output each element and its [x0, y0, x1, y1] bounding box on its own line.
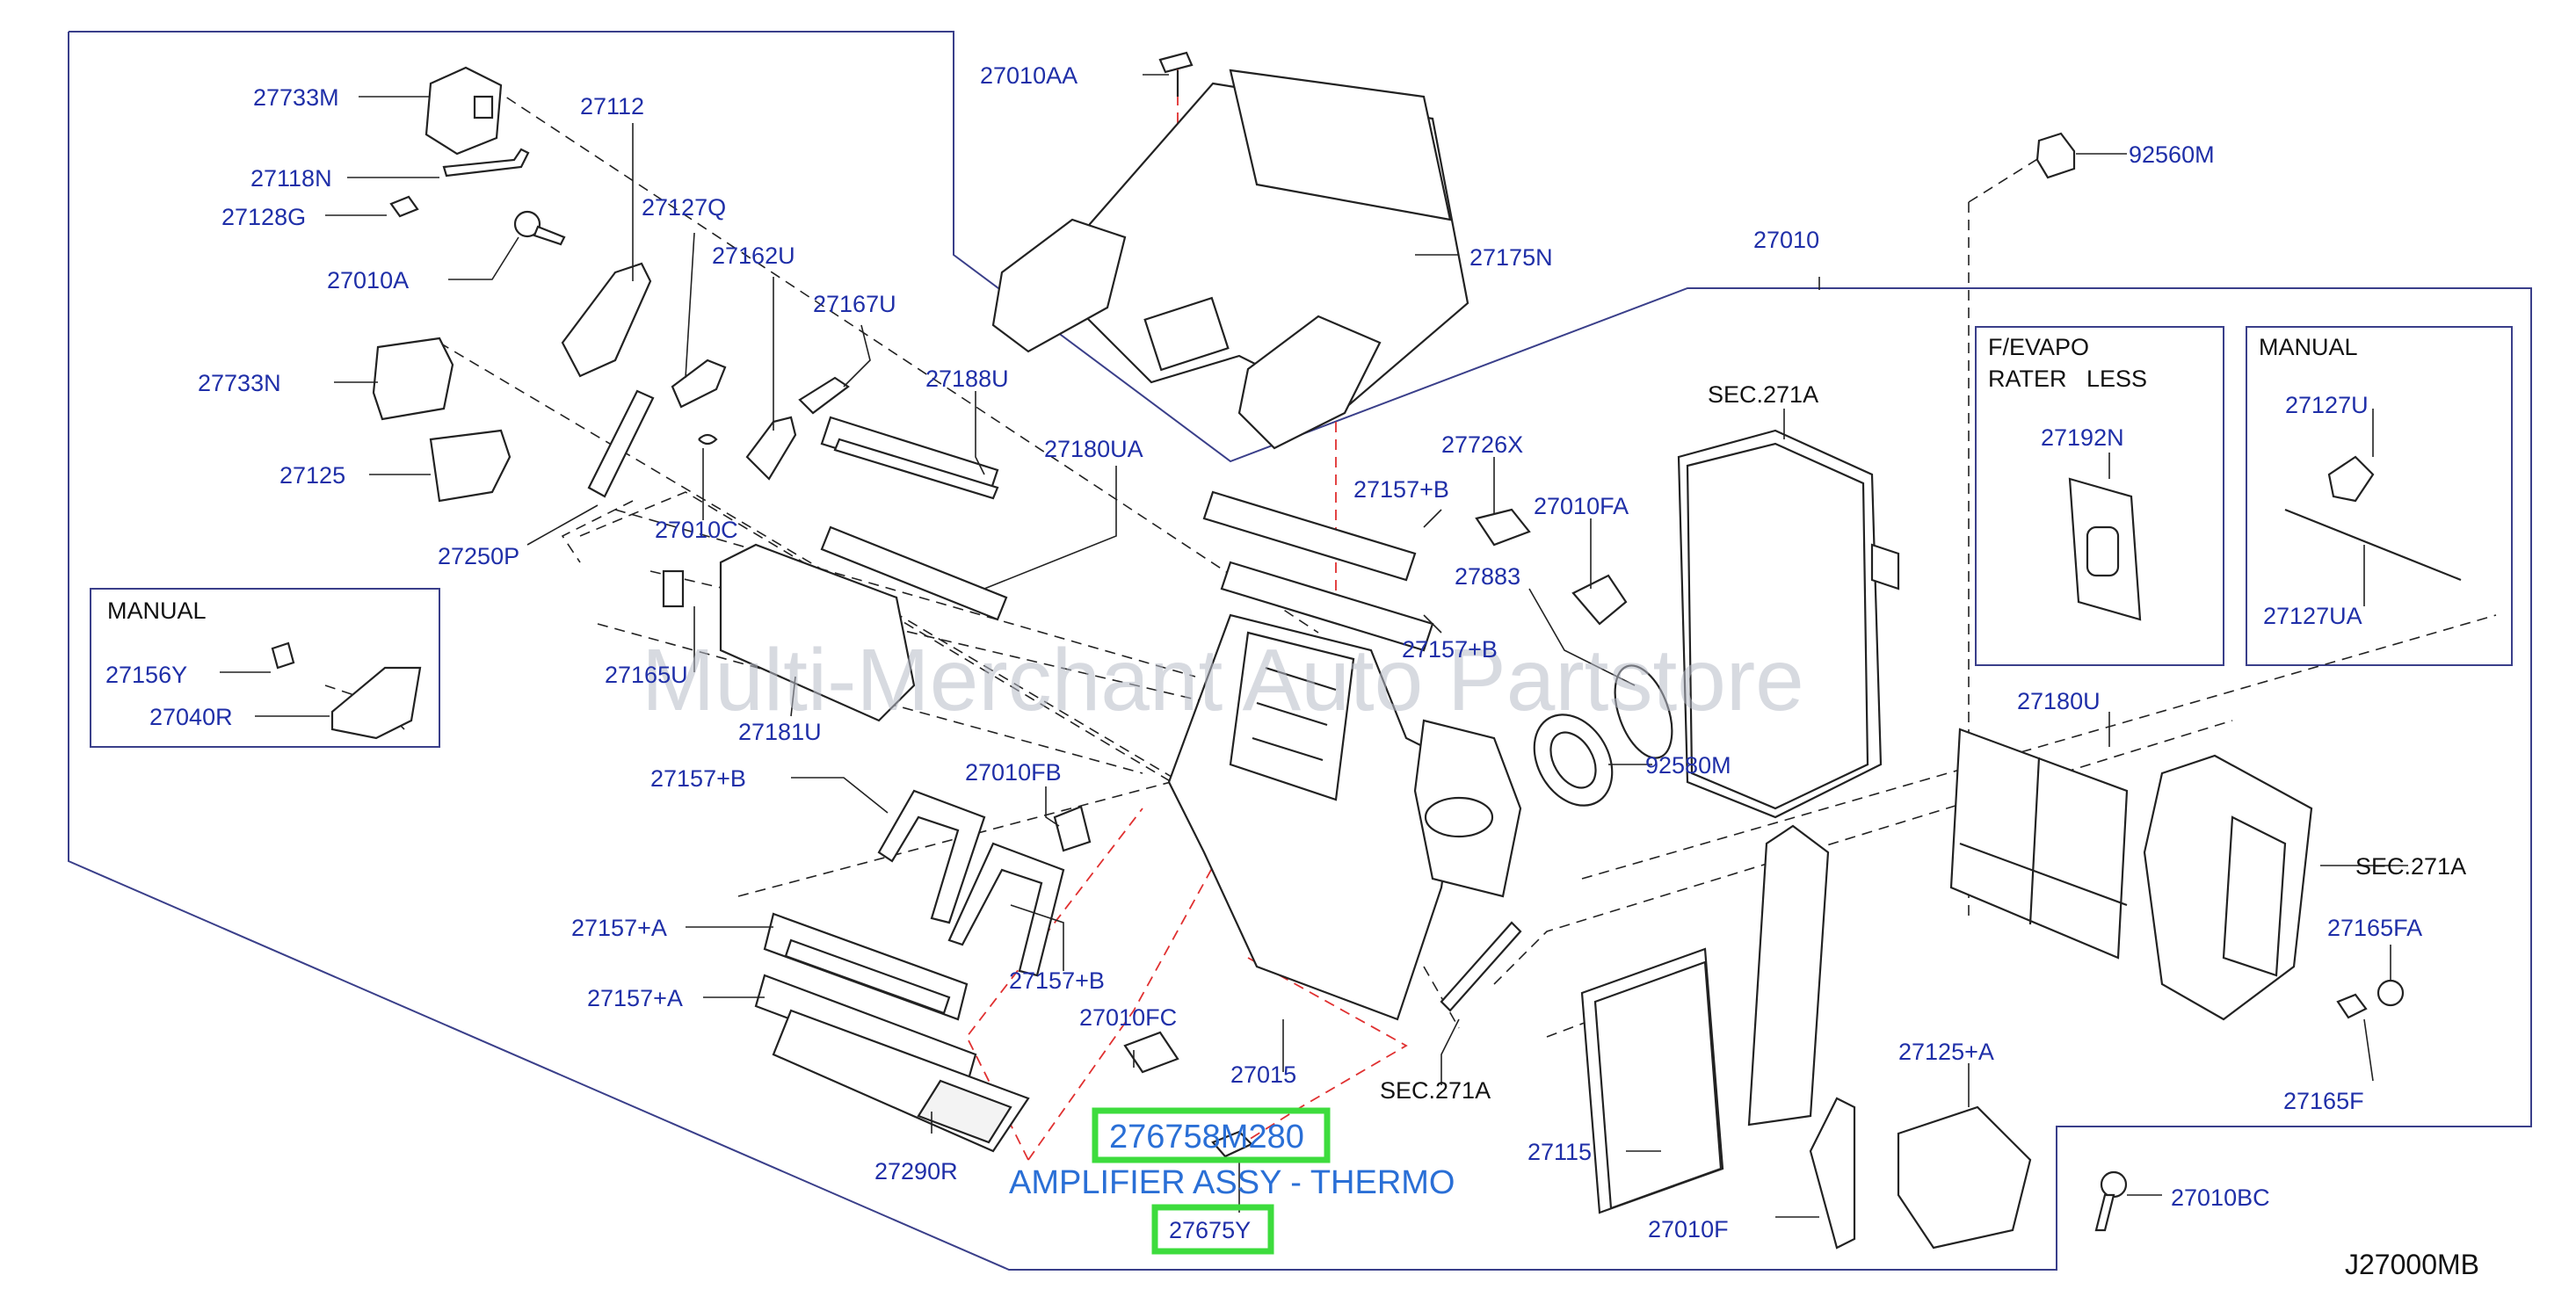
part-label[interactable]: 27157+B — [1402, 636, 1498, 663]
part-label[interactable]: 27175N — [1469, 244, 1553, 271]
part-label[interactable]: 27883 — [1455, 563, 1520, 590]
part-label[interactable]: 27157+A — [587, 985, 683, 1011]
leader-lines — [220, 74, 2408, 1218]
part-label[interactable]: SEC.271A — [2355, 853, 2466, 880]
part-label[interactable]: 27180U — [2017, 688, 2101, 714]
watermark: Multi-Merchant Auto Partstore — [642, 631, 1804, 729]
part-label[interactable]: 27127UA — [2263, 603, 2362, 629]
part-label[interactable]: 27192N — [2041, 424, 2124, 451]
highlight-description: AMPLIFIER ASSY - THERMO — [1009, 1164, 1455, 1201]
part-label[interactable]: 27733M — [253, 84, 339, 111]
part-label[interactable]: 27010FC — [1079, 1004, 1177, 1031]
part-label[interactable]: 27180UA — [1044, 436, 1143, 462]
part-label[interactable]: 27010A — [327, 267, 409, 293]
part-label[interactable]: 27118N — [250, 165, 332, 192]
highlight-callout[interactable]: 27675Y — [1169, 1217, 1251, 1243]
part-label[interactable]: SEC.271A — [1708, 381, 1818, 408]
part-label[interactable]: 27010C — [655, 517, 738, 543]
highlight-box-part-number — [1092, 1107, 1331, 1163]
part-label[interactable]: 27010 — [1753, 227, 1819, 253]
part-label[interactable]: 27162U — [712, 243, 795, 269]
part-label[interactable]: SEC.271A — [1380, 1077, 1491, 1104]
part-label[interactable]: 27726X — [1441, 431, 1523, 458]
part-label[interactable]: 27165U — [605, 662, 688, 688]
part-label[interactable]: 27181U — [738, 719, 822, 745]
manual-box-right-title: MANUAL — [2259, 334, 2358, 360]
part-label[interactable]: 27112 — [580, 93, 644, 120]
fevapo-box-title-line1: F/EVAPO — [1988, 334, 2089, 360]
part-label[interactable]: 27125 — [279, 462, 345, 489]
highlight-part-number[interactable]: 276758M280 — [1109, 1119, 1304, 1155]
manual-box-left-title: MANUAL — [107, 598, 207, 624]
part-labels: 27733M 27112 27118N 27128G 27127Q 27010A… — [105, 62, 2466, 1242]
part-label[interactable]: 27015 — [1230, 1061, 1296, 1088]
part-label[interactable]: 27010BC — [2171, 1184, 2270, 1211]
part-label[interactable]: 27128G — [221, 204, 306, 230]
highlighted-part-group: 276758M280 AMPLIFIER ASSY - THERMO 27675… — [1009, 1107, 1455, 1255]
part-label[interactable]: 27156Y — [105, 662, 187, 688]
part-label[interactable]: 27733N — [198, 370, 281, 396]
part-label[interactable]: 27127U — [2285, 392, 2369, 418]
part-label[interactable]: 27157+B — [650, 765, 746, 792]
part-label[interactable]: 27165FA — [2327, 915, 2422, 941]
part-label[interactable]: 27157+A — [571, 915, 667, 941]
part-label[interactable]: 27125+A — [1898, 1039, 1994, 1065]
manual-box-right — [2246, 326, 2513, 666]
fevapo-box — [1975, 326, 2224, 666]
part-label[interactable]: 27040R — [149, 704, 233, 730]
part-label[interactable]: 92560M — [2129, 141, 2215, 168]
part-label[interactable]: 27157+B — [1353, 476, 1449, 503]
part-label[interactable]: 27250P — [438, 543, 519, 569]
diagram-frames — [68, 31, 2532, 1271]
part-label[interactable]: 27290R — [874, 1158, 958, 1184]
part-label[interactable]: 27010F — [1648, 1216, 1729, 1242]
part-label[interactable]: 27127Q — [642, 194, 726, 221]
part-label[interactable]: 27167U — [813, 291, 896, 317]
part-label[interactable]: 27115 — [1527, 1139, 1592, 1165]
part-label[interactable]: 27188U — [925, 366, 1009, 392]
fevapo-box-title-line2: RATER LESS — [1988, 366, 2147, 392]
manual-box-left — [90, 588, 440, 748]
parts-artwork — [271, 51, 2462, 1250]
part-label[interactable]: 27157+B — [1009, 967, 1105, 994]
part-label[interactable]: 27010FB — [965, 759, 1062, 786]
highlight-box-callout — [1151, 1204, 1274, 1255]
part-label[interactable]: 27010FA — [1534, 493, 1629, 519]
part-label[interactable]: 92580M — [1645, 752, 1731, 779]
diagram-code: J27000MB — [2345, 1249, 2479, 1280]
part-label[interactable]: 27165F — [2283, 1088, 2364, 1114]
part-label[interactable]: 27010AA — [980, 62, 1078, 89]
